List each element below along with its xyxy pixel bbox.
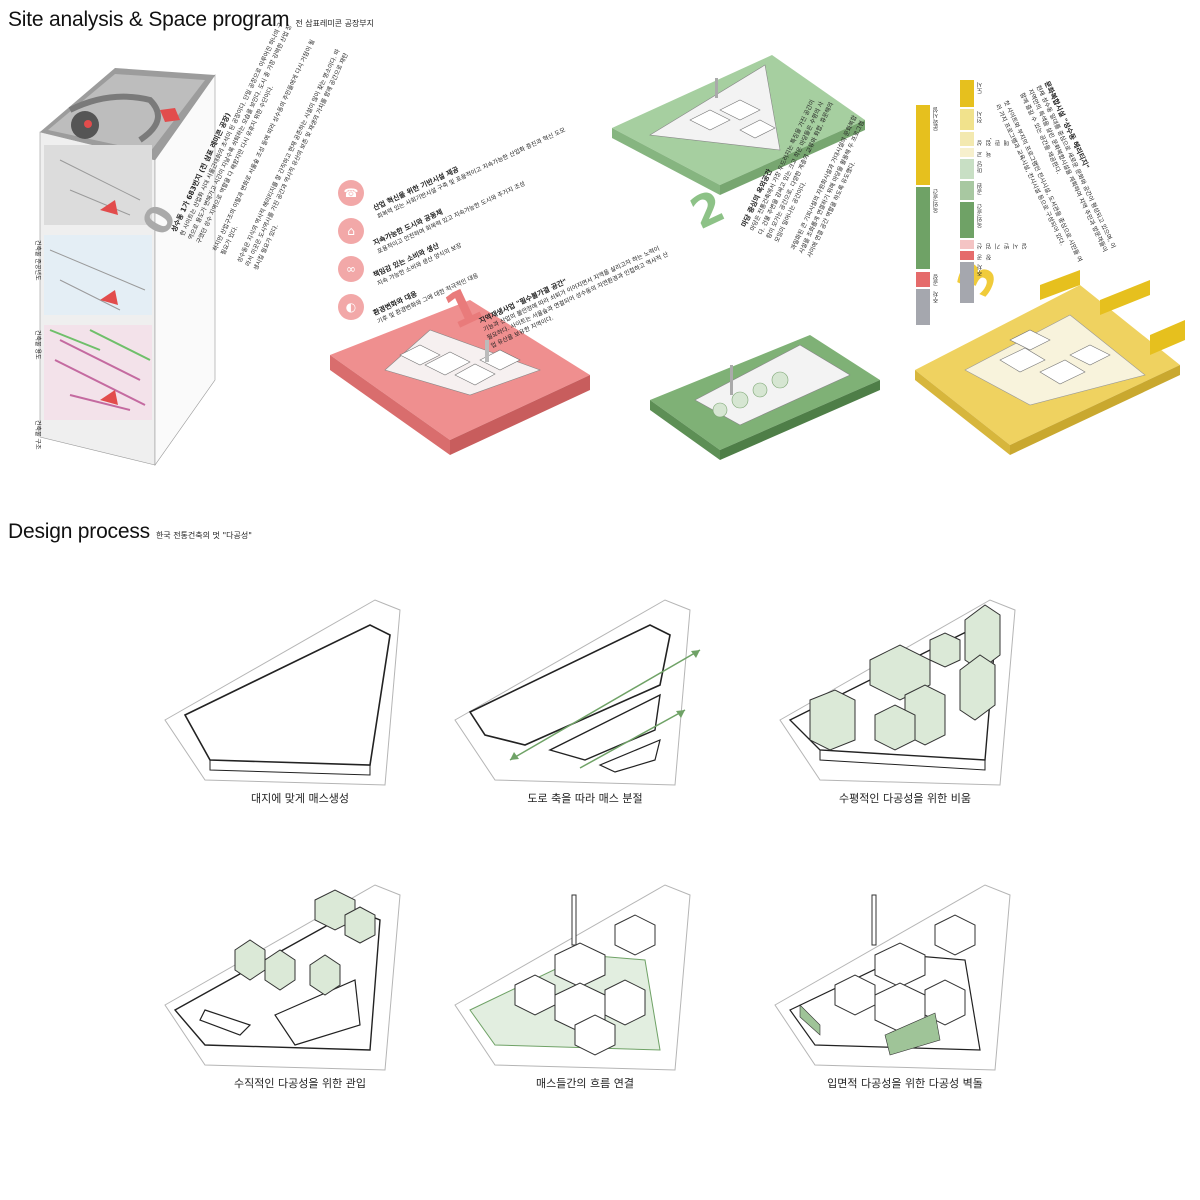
program-bar-segment xyxy=(960,147,974,157)
section-heading-design: Design process 한국 전통건축의 멋 "다공성" xyxy=(8,520,252,544)
program-bar-segment xyxy=(960,201,974,238)
step3-diagram xyxy=(779,599,1016,786)
site-analysis-diagram: 1 2 xyxy=(39,55,1185,466)
program-bar-segment xyxy=(960,262,974,303)
page-subtitle: 전 삼표레미콘 공장부지 xyxy=(295,19,375,28)
goal-icon-climate: ◐ xyxy=(338,294,364,320)
step5-caption: 매스들간의 흐름 연결 xyxy=(535,1077,635,1090)
program-bar-segment xyxy=(916,289,930,325)
program-bar-segment xyxy=(916,271,930,288)
step1-caption: 대지에 맞게 매스생성 xyxy=(250,792,350,805)
program-bar-segment xyxy=(960,239,974,249)
step6-caption: 입면적 다공성을 위한 다공성 벽돌 xyxy=(827,1077,983,1090)
program-bar-segment xyxy=(916,105,930,186)
program-bar-segment xyxy=(960,109,974,130)
step4-caption: 수직적인 다공성을 위한 관입 xyxy=(234,1077,366,1090)
goal-icon-consumption: ∞ xyxy=(338,256,364,282)
program2-bottom-slab xyxy=(650,335,880,460)
goal-icon-city: ⌂ xyxy=(338,218,364,244)
site-map-block xyxy=(39,68,216,466)
design-subtitle: 한국 전통건축의 멋 "다공성" xyxy=(155,531,252,540)
program-bar-segment xyxy=(960,181,974,200)
step5-diagram xyxy=(454,884,691,1071)
program-bar-segment xyxy=(960,131,974,146)
step2-caption: 도로 축을 따라 매스 분절 xyxy=(527,792,643,805)
step1-diagram xyxy=(164,599,401,786)
step6-diagram xyxy=(774,884,1011,1071)
step3-caption: 수평적인 다공성을 위한 비움 xyxy=(839,792,971,805)
page-title: Site analysis & Space program xyxy=(8,8,290,31)
section-heading-site: Site analysis & Space program 전 삼표레미콘 공장… xyxy=(8,8,374,32)
step2-diagram xyxy=(454,599,701,786)
program-bar-segment xyxy=(916,187,930,270)
design-title: Design process xyxy=(8,520,150,543)
program3-slab xyxy=(915,270,1185,455)
program-bar-segment xyxy=(960,251,974,261)
program-bar-segment xyxy=(960,158,974,180)
step4-diagram xyxy=(164,884,401,1071)
goal-icon-industry: ☎ xyxy=(338,180,364,206)
program1-slab xyxy=(330,300,590,455)
program-bar-segment xyxy=(960,80,974,108)
program2-top-slab xyxy=(612,55,865,195)
